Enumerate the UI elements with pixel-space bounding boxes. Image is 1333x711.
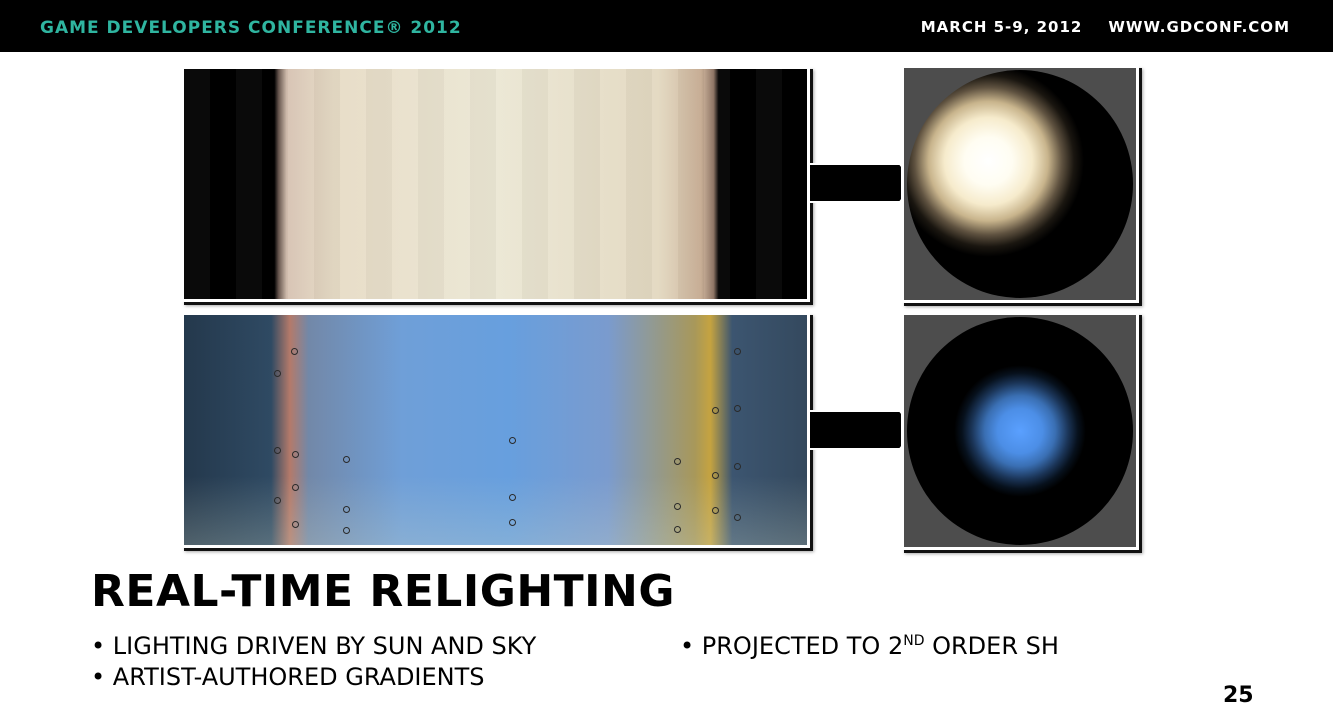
- conference-header: GAME DEVELOPERS CONFERENCE® 2012 MARCH 5…: [0, 0, 1333, 52]
- bullet-sh-superscript: ND: [903, 633, 925, 649]
- sample-point-marker: [712, 507, 719, 514]
- sample-point-marker: [734, 514, 741, 521]
- arrow-right-icon: [810, 412, 914, 448]
- sample-point-marker: [674, 503, 681, 510]
- bullet-gradients: • ARTIST-AUTHORED GRADIENTS: [91, 663, 485, 691]
- sample-point-marker: [734, 463, 741, 470]
- conference-dates: MARCH 5-9, 2012: [920, 18, 1083, 36]
- sample-point-marker: [712, 472, 719, 479]
- sun-sh-sphere-panel: [901, 65, 1139, 303]
- sample-point-marker: [509, 494, 516, 501]
- sample-point-marker: [291, 348, 298, 355]
- slide-title: REAL-TIME RELIGHTING: [91, 566, 675, 617]
- sample-point-marker: [343, 456, 350, 463]
- bullet-sun-sky: • LIGHTING DRIVEN BY SUN AND SKY: [91, 632, 537, 660]
- conference-name: GAME DEVELOPERS CONFERENCE® 2012: [40, 18, 462, 38]
- conference-website: WWW.GDCONF.COM: [1108, 18, 1290, 36]
- sample-point-marker: [509, 437, 516, 444]
- sample-point-marker: [674, 458, 681, 465]
- sample-point-marker: [734, 348, 741, 355]
- bullet-sh-text: • PROJECTED TO 2: [680, 632, 904, 660]
- page-number: 25: [1223, 683, 1254, 708]
- arrow-right-icon: [810, 165, 914, 201]
- sample-point-marker: [292, 451, 299, 458]
- sample-point-marker: [292, 484, 299, 491]
- sky-gradient-image: [181, 312, 810, 548]
- sample-point-marker: [712, 407, 719, 414]
- sample-point-marker: [343, 527, 350, 534]
- sky-sh-sphere-panel: [901, 312, 1139, 550]
- sample-point-marker: [509, 519, 516, 526]
- sample-point-marker: [292, 521, 299, 528]
- sun-sh-sphere: [907, 70, 1133, 298]
- sample-point-marker: [734, 405, 741, 412]
- conference-info: MARCH 5-9, 2012 WWW.GDCONF.COM: [921, 18, 1290, 36]
- sample-point-marker: [274, 447, 281, 454]
- sky-sh-sphere: [907, 317, 1133, 545]
- sample-point-marker: [274, 370, 281, 377]
- sample-point-marker: [343, 506, 350, 513]
- sample-point-marker: [674, 526, 681, 533]
- bullet-sh-projection: • PROJECTED TO 2ND ORDER SH: [680, 632, 1059, 660]
- sun-gradient-image: [181, 66, 810, 302]
- sample-point-marker: [274, 497, 281, 504]
- bullet-sh-text-end: ORDER SH: [924, 632, 1059, 660]
